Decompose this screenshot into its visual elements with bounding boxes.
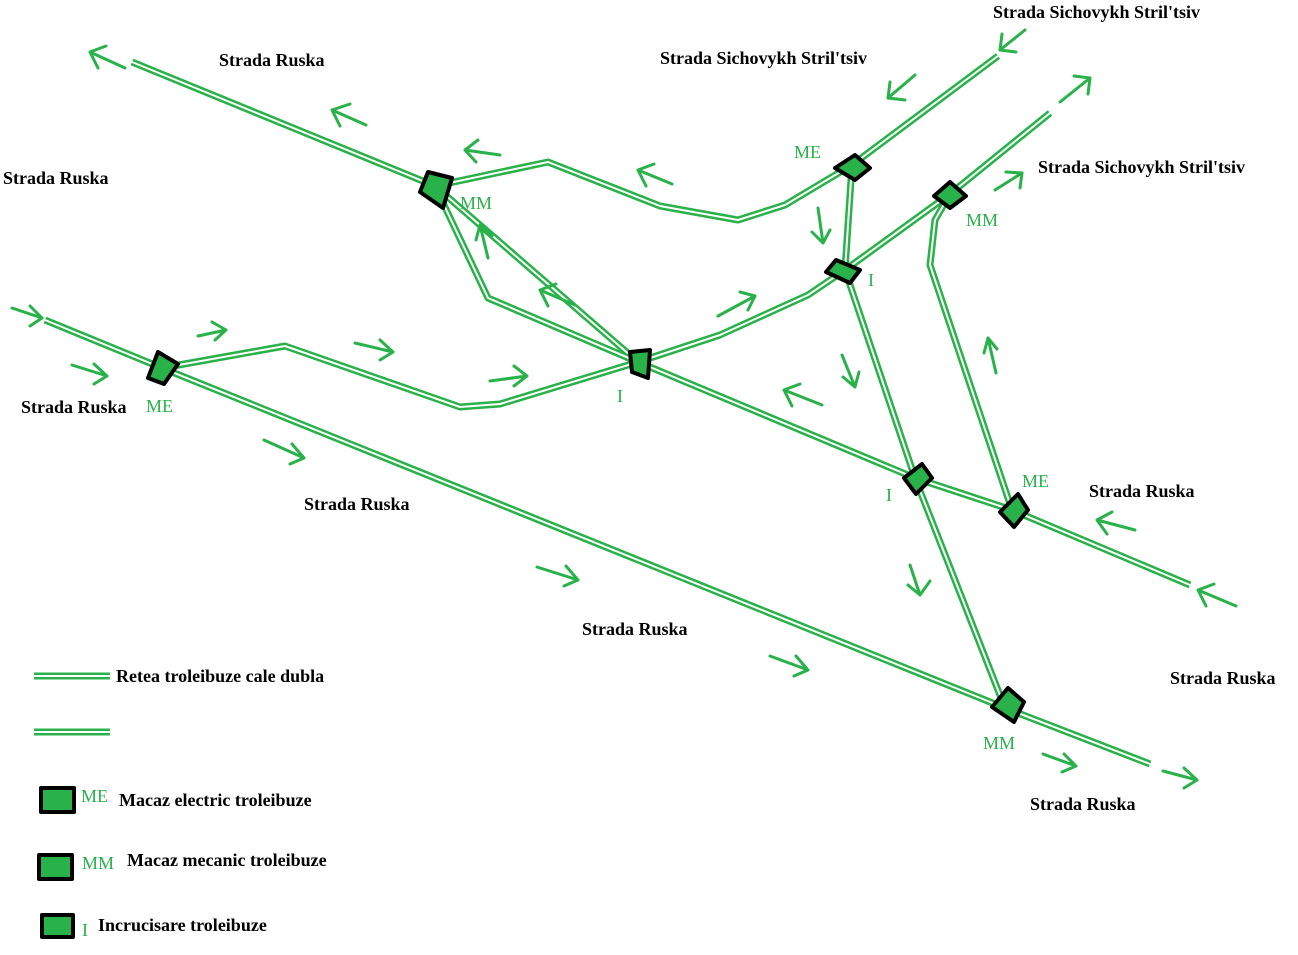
electric-switch-top [833, 153, 872, 182]
code-i-center: I [617, 386, 623, 406]
arrow-down-left [886, 73, 917, 102]
wire-left-branch [161, 110, 1053, 411]
arrow-left [88, 44, 127, 70]
arrow-left [782, 382, 824, 408]
wire-vertical-me [841, 164, 856, 271]
legend-crossing-swatch [40, 913, 75, 939]
wire-network [43, 53, 1192, 768]
street-label: Strada Sichovykh Stril'tsiv [1038, 157, 1245, 177]
legend-electric-switch-code: ME [81, 786, 108, 806]
arrow-left [1196, 582, 1238, 608]
legend-electric-switch-swatch [39, 786, 76, 814]
mechanical-switch-bottom [990, 686, 1026, 724]
arrow-up-right [1058, 74, 1092, 104]
street-label: Strada Ruska [21, 397, 127, 417]
code-me-right: ME [1022, 471, 1049, 491]
arrow-right [768, 654, 810, 678]
node-codes: MM ME MM I ME I I ME MM [146, 142, 1049, 753]
arrow-right [70, 362, 109, 386]
code-me-left: ME [146, 396, 173, 416]
crossing-lower [902, 462, 934, 496]
legend-crossing-label: Incrucisare troleibuze [98, 915, 267, 935]
arrow-left [636, 162, 674, 188]
wire-right-branch [926, 192, 1016, 512]
street-label: Strada Ruska [3, 168, 109, 188]
street-label: Strada Ruska [1170, 668, 1276, 688]
arrow-right [1041, 752, 1078, 774]
arrow-up-right [993, 170, 1024, 192]
wire-vertical-main [841, 268, 1009, 710]
arrow-left [330, 102, 368, 128]
arrow-down-left [998, 28, 1027, 54]
street-label: Strada Ruska [219, 50, 325, 70]
arrow-down [840, 353, 861, 389]
wire-ruska-lower [43, 316, 1152, 768]
code-mm-bottom: MM [983, 733, 1015, 753]
arrow-right [196, 320, 228, 342]
code-mm-right: MM [966, 210, 998, 230]
arrow-right [262, 438, 306, 466]
street-label: Strada Sichovykh Stril'tsiv [993, 2, 1200, 22]
arrow-right [488, 364, 529, 388]
arrow-up [982, 336, 999, 375]
street-label: Strada Ruska [582, 619, 688, 639]
legend-mechanical-switch-label: Macaz mecanic troleibuze [127, 850, 327, 870]
arrow-down [810, 206, 832, 245]
legend-mechanical-switch-swatch [37, 853, 74, 881]
code-mm-top: MM [460, 193, 492, 213]
arrow-left [1095, 510, 1137, 536]
arrow-left [463, 138, 502, 164]
arrow-right [535, 564, 580, 588]
wire-upper-loop [434, 53, 1001, 224]
street-label: Strada Ruska [1030, 794, 1136, 814]
arrow-left [538, 282, 577, 308]
code-i-lower: I [886, 485, 892, 505]
arrow-up [474, 223, 494, 260]
wire-mm-descent [431, 184, 640, 366]
wire-ruska-upper [130, 58, 1192, 589]
arrow-right [1161, 766, 1199, 790]
arrow-down [906, 563, 932, 597]
legend-electric-switch-label: Macaz electric troleibuze [119, 790, 312, 810]
code-me-top: ME [794, 142, 821, 162]
arrow-right [10, 304, 44, 328]
arrow-up-right [716, 290, 757, 318]
legend-crossing-code: I [82, 920, 88, 940]
electric-switch-right [998, 492, 1030, 529]
legend-double-line-label: Retea troleibuze cale dubla [116, 666, 324, 686]
arrow-right [353, 338, 395, 362]
mechanical-switch-top [418, 170, 454, 210]
crossing-upper [824, 258, 862, 285]
legend: Retea troleibuze cale dubla ME Macaz ele… [34, 666, 327, 940]
code-i-upper: I [868, 270, 874, 290]
street-labels: Strada Ruska Strada Ruska Strada Ruska S… [3, 2, 1276, 814]
street-label: Strada Ruska [1089, 481, 1195, 501]
crossing-center [628, 348, 652, 380]
direction-arrows [10, 28, 1238, 790]
electric-switch-left [146, 350, 180, 386]
mechanical-switch-right [932, 180, 968, 210]
network-nodes [146, 153, 1030, 724]
legend-mechanical-switch-code: MM [82, 853, 114, 873]
street-label: Strada Sichovykh Stril'tsiv [660, 48, 867, 68]
street-label: Strada Ruska [304, 494, 410, 514]
